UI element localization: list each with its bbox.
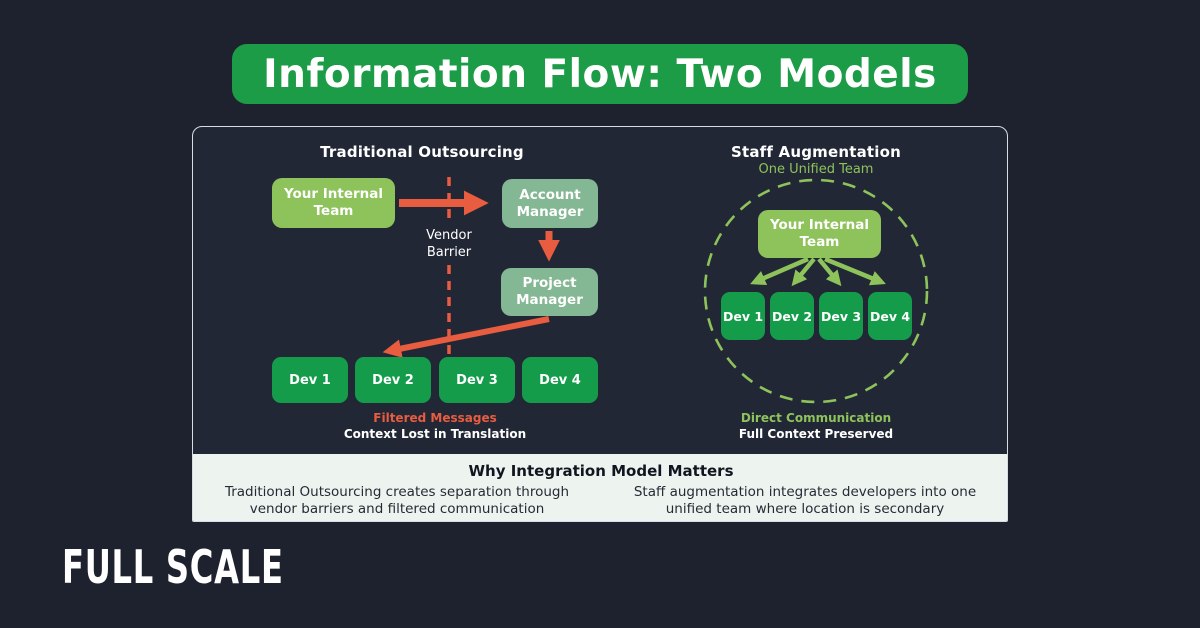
arrow-team-to-dev4 [824, 256, 886, 286]
left-model-caption: Filtered Messages Context Lost in Transl… [235, 411, 635, 441]
left-dev-4-box: Dev 4 [522, 357, 598, 403]
footer-left-text: Traditional Outsourcing creates separati… [224, 484, 570, 517]
footer-right-column: Staff augmentation integrates developers… [601, 484, 1007, 518]
arrow-team-to-dev3 [817, 257, 842, 287]
right-model-caption: Direct Communication Full Context Preser… [616, 411, 1007, 441]
footer-left-column: Traditional Outsourcing creates separati… [193, 484, 601, 518]
right-model-subheading: One Unified Team [758, 162, 874, 177]
arrow-team-to-dev2 [791, 257, 816, 287]
left-model-heading: Traditional Outsourcing [320, 143, 524, 161]
right-dev-3-box: Dev 3 [819, 292, 863, 340]
vendor-barrier-label: Vendor Barrier [426, 228, 472, 260]
arrow-team-to-dev1 [750, 256, 809, 286]
page-title: Information Flow: Two Models [263, 51, 937, 97]
footer-heading: Why Integration Model Matters [468, 462, 734, 480]
right-dev-1-box: Dev 1 [721, 292, 765, 340]
project-manager-box: Project Manager [501, 268, 598, 316]
right-dev-2-box: Dev 2 [770, 292, 814, 340]
right-model-heading: Staff Augmentation [730, 143, 902, 161]
comparison-panel: Traditional Outsourcing Your Internal Te… [192, 126, 1008, 522]
footer-columns: Traditional Outsourcing creates separati… [193, 484, 1007, 518]
title-banner: Information Flow: Two Models [232, 44, 968, 104]
diagram-area: Traditional Outsourcing Your Internal Te… [193, 127, 1007, 454]
footer-right-text: Staff augmentation integrates developers… [633, 484, 977, 517]
left-dev-2-box: Dev 2 [355, 357, 431, 403]
footer-summary: Why Integration Model Matters Traditiona… [193, 454, 1007, 521]
left-dev-1-box: Dev 1 [272, 357, 348, 403]
right-caption-main: Full Context Preserved [738, 427, 894, 441]
right-dev-4-box: Dev 4 [868, 292, 912, 340]
arrow-project-manager-to-devs [382, 316, 550, 358]
left-caption-main: Context Lost in Translation [343, 427, 527, 441]
right-caption-accent: Direct Communication [740, 411, 892, 425]
left-dev-3-box: Dev 3 [439, 357, 515, 403]
account-manager-box: Account Manager [502, 179, 598, 228]
left-internal-team-box: Your Internal Team [272, 178, 395, 228]
full-scale-logo: FULL SCALE [62, 540, 284, 594]
left-caption-accent: Filtered Messages [373, 411, 497, 425]
right-internal-team-box: Your Internal Team [758, 210, 881, 258]
